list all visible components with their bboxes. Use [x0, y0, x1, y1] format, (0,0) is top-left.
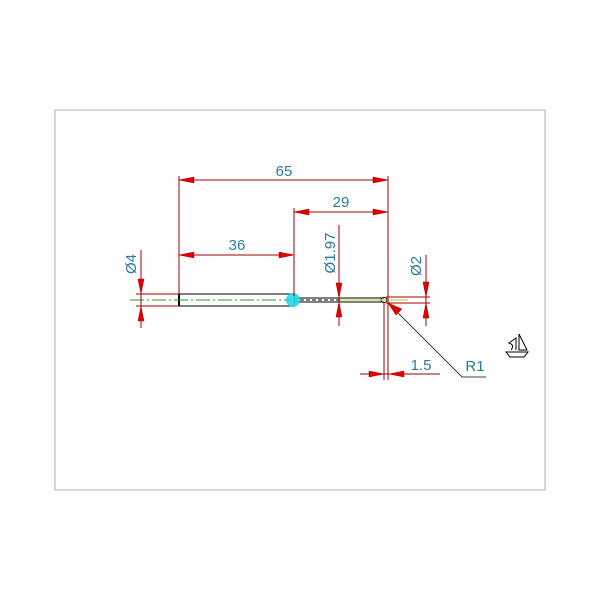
dimension-text: R1	[465, 358, 484, 375]
dimension-diameter-4[interactable]: Ø4	[123, 250, 145, 328]
dimension-65[interactable]: 65	[178, 163, 389, 184]
dimension-text: 1.5	[411, 357, 432, 374]
ucs-boat-icon	[504, 333, 530, 358]
dimension-diameter-2[interactable]: Ø2	[408, 255, 430, 326]
dimension-text: Ø2	[408, 256, 425, 276]
dimension-text: Ø1.97	[322, 233, 339, 274]
dimension-text: 29	[333, 194, 350, 211]
dimension-text: 65	[276, 163, 293, 180]
dimension-radius-1[interactable]: R1	[387, 302, 486, 378]
dimension-36[interactable]: 36	[178, 237, 295, 259]
extension-lines	[136, 176, 430, 380]
dimension-1-5[interactable]: 1.5	[360, 357, 440, 378]
dimension-text: Ø4	[123, 254, 140, 274]
dimension-diameter-1-97[interactable]: Ø1.97	[322, 225, 343, 326]
grip-point[interactable]	[286, 293, 300, 307]
dimension-text: 36	[229, 237, 246, 254]
dimension-29[interactable]: 29	[293, 194, 389, 216]
paper-frame	[54, 109, 546, 491]
